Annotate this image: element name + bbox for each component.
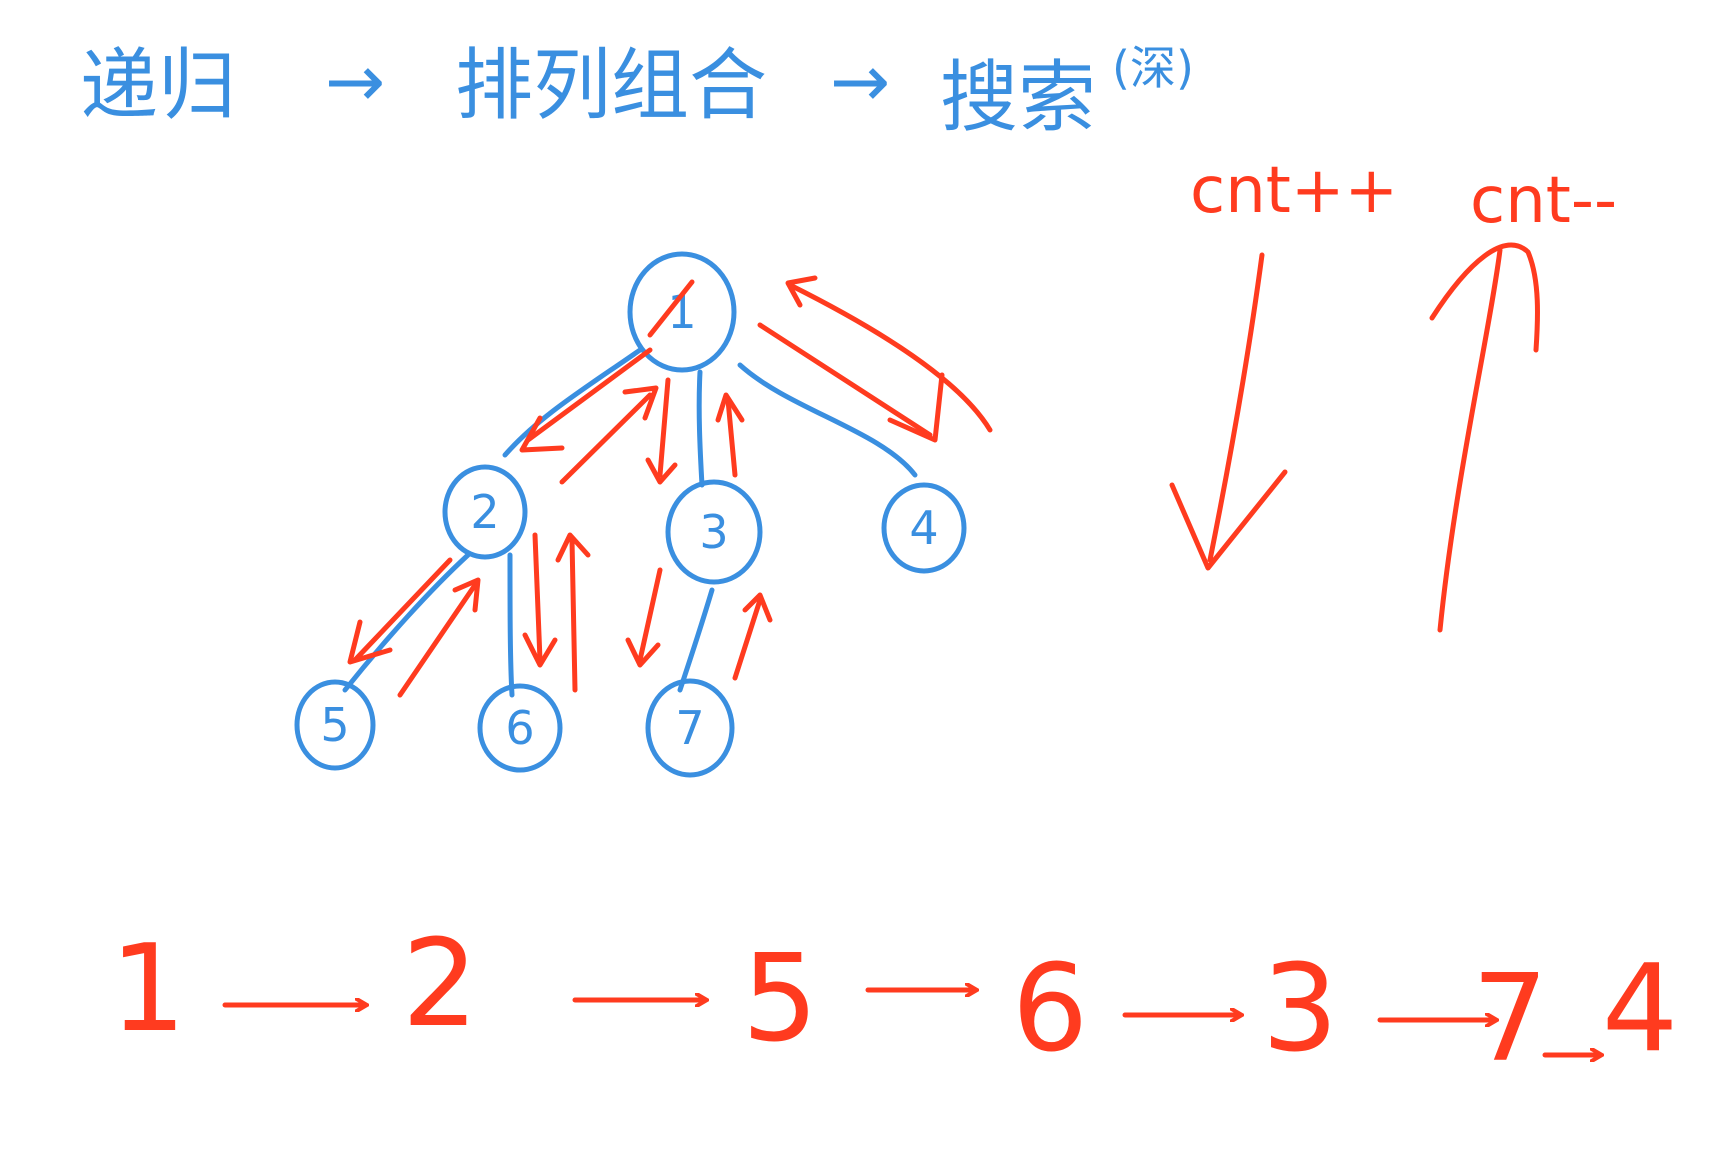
- traversal-arrow-2-to-5-head: [347, 619, 393, 665]
- tree-edges: [342, 347, 918, 698]
- traversal-arrow-1-to-4-head: [887, 372, 945, 443]
- tree-node-3: 3: [665, 479, 763, 585]
- traversal-arrow-3-to-7: [637, 567, 663, 663]
- header-step-permutation: 排列组合: [455, 41, 767, 131]
- tree-node-1: 1: [627, 251, 737, 373]
- traversal-arrow-1-to-3: [657, 377, 671, 478]
- traversal-arrow-7-to-3: [732, 597, 763, 681]
- tree-node-label: 6: [505, 701, 534, 755]
- tree-node-circle: [294, 679, 376, 771]
- traversal-arrow-4-to-1: [787, 282, 993, 433]
- tree-node-7: 7: [645, 678, 735, 778]
- tree-node-label: 3: [699, 505, 728, 559]
- traversal-arrow-5-to-2-head: [452, 577, 481, 613]
- traversal-arrow-2-to-5: [352, 557, 453, 663]
- tree-node-circle: [645, 678, 735, 778]
- traversal-arrow-7-to-3-head: [742, 592, 773, 623]
- traversal-order-item: 2: [402, 915, 478, 1054]
- tree-edge-3-7: [677, 587, 715, 693]
- traversal-order-item: 6: [1012, 940, 1088, 1079]
- header-title: 递归 → 排列组合 → 搜索 (深): [80, 39, 1194, 143]
- traversal-arrow-6-to-2-head: [555, 532, 591, 563]
- traversal-arrow-2-to-1-head: [622, 385, 659, 421]
- header-step-search: 搜索: [940, 53, 1096, 143]
- tree-traversal-arrows: [347, 275, 993, 698]
- header-arrow-1: →: [325, 39, 385, 123]
- tree-node-label: 7: [675, 701, 704, 755]
- tree-node-6: 6: [477, 683, 563, 773]
- traversal-arrow-2-to-6: [532, 532, 543, 663]
- tree-node-circle: [627, 251, 737, 373]
- counter-decrement-arrow-head: [1429, 242, 1541, 353]
- traversal-arrow-2-to-1: [559, 392, 653, 485]
- traversal-arrow-4-to-1-head: [785, 275, 818, 308]
- traversal-order-item: 1: [110, 920, 186, 1059]
- counter-increment-label: cnt++: [1190, 154, 1398, 228]
- traversal-arrow-1-to-2-head: [519, 415, 565, 453]
- tree-node-label: 2: [470, 485, 499, 539]
- traversal-arrow-5-to-2: [397, 582, 478, 698]
- node-1-red-mark: [647, 279, 695, 338]
- counter-increment-arrow-shaft: [1207, 252, 1265, 563]
- traversal-arrow-1-to-3-head: [645, 457, 678, 485]
- traversal-order-item: 5: [742, 930, 818, 1069]
- header-step-recursion: 递归: [80, 41, 236, 131]
- counter-increment-arrow-head: [1169, 469, 1288, 571]
- tree-edge-1-2: [502, 347, 643, 458]
- tree-node-2: 2: [442, 464, 528, 560]
- tree-node-4: 4: [881, 482, 967, 574]
- traversal-arrow-3-to-1: [725, 397, 738, 478]
- counter-decrement-label: cnt--: [1470, 164, 1617, 238]
- tree-node-label: 4: [909, 501, 938, 555]
- traversal-order-item: 7: [1472, 950, 1548, 1089]
- tree-node-circle: [665, 479, 763, 585]
- traversal-arrow-1-to-2: [525, 347, 653, 443]
- traversal-arrow-2-to-6-head: [522, 632, 558, 668]
- tree-node-5: 5: [294, 679, 376, 771]
- traversal-arrow-1-to-4: [757, 322, 933, 438]
- tree-edge-2-6: [507, 552, 515, 698]
- header-arrow-2: →: [830, 39, 890, 123]
- tree-node-circle: [477, 683, 563, 773]
- tree-node-circle: [881, 482, 967, 574]
- traversal-arrow-3-to-7-head: [625, 637, 661, 668]
- tree-edge-1-3: [696, 369, 705, 488]
- traversal-arrow-6-to-2: [569, 537, 578, 693]
- tree-nodes: 1 2 3 4 5 6 7: [294, 251, 967, 778]
- header-step-search-note: (深): [1112, 41, 1194, 95]
- tree-edge-2-5: [342, 552, 471, 693]
- counter-decrement-arrow-shaft: [1437, 247, 1503, 633]
- traversal-order-item: 4: [1602, 940, 1678, 1079]
- tree-node-label: 5: [320, 698, 349, 752]
- tree-edge-1-4: [737, 362, 918, 478]
- traversal-arrow-3-to-1-head: [715, 392, 745, 423]
- tree-node-circle: [442, 464, 528, 560]
- traversal-order-item: 3: [1262, 940, 1338, 1079]
